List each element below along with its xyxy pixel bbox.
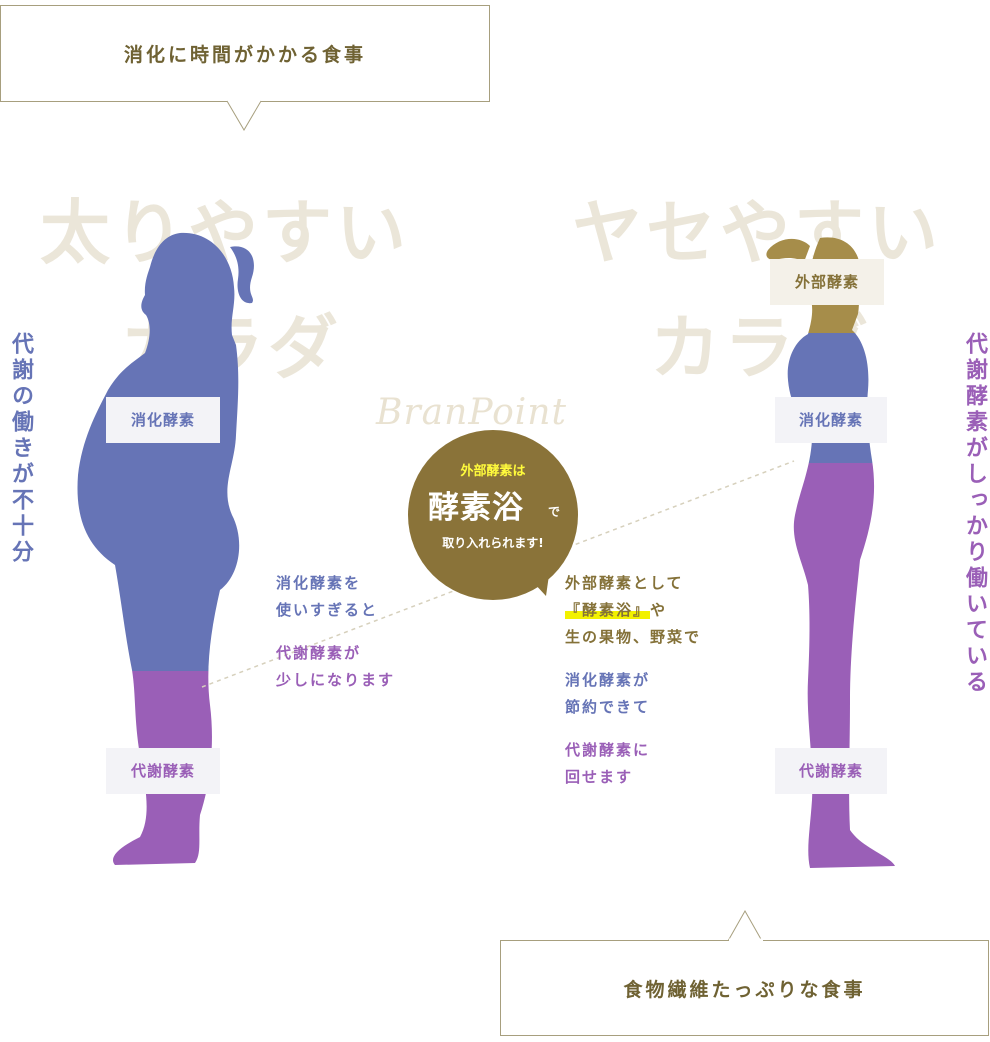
left-note2-line2: 少しになります	[276, 671, 396, 689]
top-speech-box: 消化に時間がかかる食事	[0, 5, 490, 102]
right-label-external: 外部酵素	[770, 259, 884, 305]
right-note3-line2: 回せます	[565, 768, 634, 786]
right-note1-highlight: 『酵素浴』	[565, 601, 651, 619]
top-box-text: 消化に時間がかかる食事	[123, 44, 366, 66]
right-note1-line2-rest: や	[650, 601, 668, 619]
top-box-pointer	[226, 100, 262, 131]
bottom-box-pointer	[727, 909, 763, 942]
bubble-line1: 外部酵素は	[460, 464, 526, 479]
bottom-speech-box: 食物繊維たっぷりな食事	[500, 940, 989, 1036]
left-note1-line2: 使いすぎると	[276, 601, 379, 619]
right-side-text: 代謝酵素がしっかり働いている	[962, 332, 987, 696]
left-side-text: 代謝の働きが不十分	[8, 332, 33, 566]
right-heading-line1: ヤセやすい	[572, 192, 942, 274]
right-note2-line2: 節約できて	[565, 698, 651, 716]
connection-line	[201, 460, 795, 688]
bubble-suffix: で	[548, 505, 561, 519]
bottom-pointer-mask	[729, 938, 763, 942]
left-label-metabolic: 代謝酵素	[106, 748, 220, 794]
bubble-line3: 取り入れられます!	[442, 536, 544, 550]
right-note3-line1: 代謝酵素に	[565, 741, 651, 759]
left-label-digestive: 消化酵素	[106, 397, 220, 443]
branpoint-script-logo: BranPoint	[376, 392, 567, 433]
right-note1-line1: 外部酵素として	[565, 574, 684, 592]
right-label-metabolic: 代謝酵素	[775, 748, 887, 794]
left-note2-line1: 代謝酵素が	[276, 644, 362, 662]
right-notes: 外部酵素として 『酵素浴』や 生の果物、野菜で 消化酵素が 節約できて 代謝酵素…	[565, 570, 701, 807]
right-label-digestive: 消化酵素	[775, 397, 887, 443]
right-note1-line3: 生の果物、野菜で	[565, 628, 702, 646]
right-note2-line1: 消化酵素が	[565, 671, 651, 689]
bubble-main-text: 酵素浴	[428, 490, 524, 526]
left-notes: 消化酵素を 使いすぎると 代謝酵素が 少しになります	[276, 570, 395, 710]
left-note1-line1: 消化酵素を	[276, 574, 362, 592]
enzyme-bath-bubble: 外部酵素は 酵素浴 で 取り入れられます!	[408, 430, 578, 600]
bottom-box-text: 食物繊維たっぷりな食事	[623, 978, 866, 1001]
